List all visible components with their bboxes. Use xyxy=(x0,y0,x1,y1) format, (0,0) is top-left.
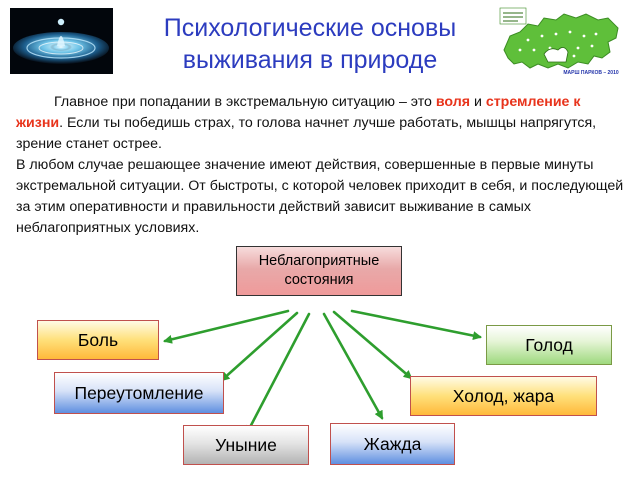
water-drop-logo-icon xyxy=(10,8,113,74)
center-node-line-2: состояния xyxy=(284,272,354,288)
node-cold-heat-label: Холод, жара xyxy=(452,385,555,406)
arrow-to-cold-heat xyxy=(332,310,413,380)
title-line-1: Психологические основы xyxy=(163,14,457,42)
highlight-will: воля xyxy=(435,94,471,110)
node-thirst-label: Жажда xyxy=(363,433,422,454)
p1-text-before: Главное при попадании в экстремальную си… xyxy=(54,94,436,110)
arrow-to-hunger xyxy=(350,309,482,341)
paragraph-2: В любом случае решающее значение имеют д… xyxy=(16,157,624,236)
arrow-to-fatigue xyxy=(220,311,299,382)
p1-text-after: . Если ты победишь страх, то голова начн… xyxy=(16,115,597,152)
node-pain: Боль xyxy=(37,320,159,360)
node-thirst: Жажда xyxy=(330,423,455,465)
node-despondency: Уныние xyxy=(183,425,309,465)
arrow-to-pain xyxy=(163,309,290,344)
center-node-adverse-states: Неблагоприятные состояния xyxy=(236,246,402,296)
highlight-will-to-live: стремление к жизни xyxy=(16,94,581,131)
paragraph-1: Главное при попадании в экстремальную си… xyxy=(16,92,630,155)
center-node-line-1: Неблагоприятные xyxy=(258,253,380,269)
page-title: Психологические основы выживания в приро… xyxy=(120,12,500,76)
arrow-to-thirst xyxy=(322,312,384,420)
russia-map-logo-icon xyxy=(498,6,625,84)
node-hunger-label: Голод xyxy=(525,334,573,355)
node-fatigue-label: Переутомление xyxy=(74,382,204,403)
node-hunger: Голод xyxy=(486,325,612,365)
title-line-2: выживания в природе xyxy=(182,46,438,74)
node-cold-heat: Холод, жара xyxy=(410,376,597,416)
node-despondency-label: Уныние xyxy=(215,434,277,455)
node-fatigue: Переутомление xyxy=(54,372,224,414)
node-pain-label: Боль xyxy=(77,329,119,350)
p1-text-and: и xyxy=(470,94,486,110)
body-text: Главное при попадании в экстремальную си… xyxy=(16,92,630,239)
logo-caption: МАРШ ПАРКОВ – 2010 xyxy=(563,70,619,76)
arrow-to-despondency xyxy=(245,312,311,435)
